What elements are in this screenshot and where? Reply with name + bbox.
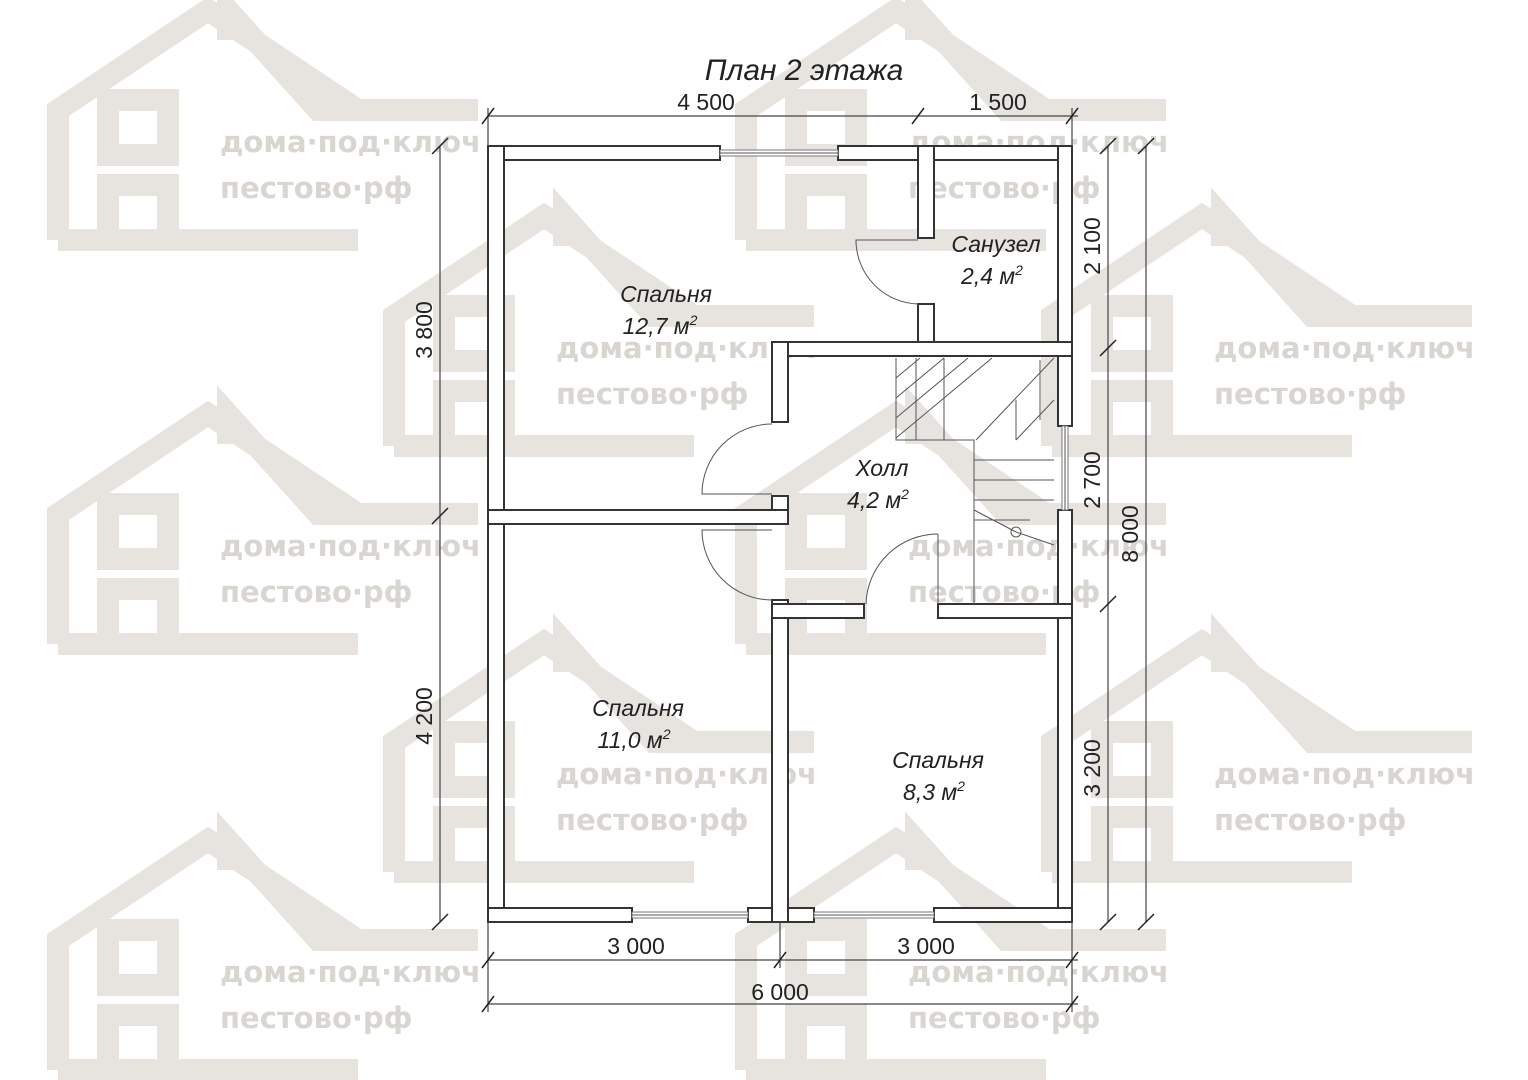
dimension-labels: 4 500 1 500 3 000 3 000 6 000 3 800 4 20… [411, 89, 1143, 1005]
watermark-line2: пестово·рф [1214, 803, 1406, 837]
dim-right-3: 3 200 [1079, 739, 1105, 797]
room-area: 2,4 м2 [960, 262, 1023, 289]
room-bathroom: Санузел 2,4 м2 [951, 231, 1040, 289]
doors [701, 239, 939, 605]
dim-bottom-total: 6 000 [751, 979, 809, 1005]
watermark-line2: пестово·рф [908, 1001, 1100, 1035]
dim-left-2: 4 200 [411, 687, 437, 745]
watermark-line2: пестово·рф [220, 575, 412, 609]
dim-right-total: 8 000 [1117, 505, 1143, 563]
watermark-line1: дома·под·ключ [1214, 757, 1475, 791]
room-bedroom-2: Спальня 11,0 м2 [592, 695, 684, 753]
room-area: 12,7 м2 [623, 312, 698, 339]
watermark-line1: дома·под·ключ [1214, 331, 1475, 365]
watermark-line2: пестово·рф [556, 803, 748, 837]
watermark-line1: дома·под·ключ [220, 529, 481, 563]
watermark-line2: пестово·рф [220, 171, 412, 205]
room-labels: Спальня 12,7 м2 Санузел 2,4 м2 Холл 4,2 … [592, 231, 1041, 805]
dim-bottom-1: 3 000 [607, 933, 665, 959]
watermark: дома·под·ключ пестово·рф [746, 840, 1169, 1070]
watermark-line1: дома·под·ключ [220, 955, 481, 989]
dim-top-2: 1 500 [969, 89, 1027, 115]
watermark: дома·под·ключ пестово·рф [58, 10, 481, 240]
dim-top-1: 4 500 [677, 89, 735, 115]
watermark: дома·под·ключ пестово·рф [1052, 216, 1475, 446]
watermark-line2: пестово·рф [556, 377, 748, 411]
watermark-line1: дома·под·ключ [908, 529, 1169, 563]
watermark-line1: дома·под·ключ [908, 955, 1169, 989]
watermark: дома·под·ключ пестово·рф [58, 414, 481, 644]
staircase [895, 357, 1055, 604]
plan-title: План 2 этажа [705, 54, 904, 87]
dimension-lines [431, 107, 1155, 1013]
room-area: 8,3 м2 [903, 778, 965, 805]
room-hall: Холл 4,2 м2 [847, 455, 909, 513]
dim-bottom-2: 3 000 [897, 933, 955, 959]
room-bedroom-3: Спальня 8,3 м2 [892, 747, 984, 805]
watermark-line2: пестово·рф [1214, 377, 1406, 411]
watermark: дома·под·ключ пестово·рф [1052, 642, 1475, 872]
watermark-line1: дома·под·ключ [220, 125, 481, 159]
room-name: Спальня [892, 747, 984, 773]
room-bedroom-1: Спальня 12,7 м2 [620, 281, 712, 339]
room-name: Спальня [620, 281, 712, 307]
room-name: Спальня [592, 695, 684, 721]
windows [631, 149, 1069, 919]
watermark: дома·под·ключ пестово·рф [58, 840, 481, 1070]
dim-left-1: 3 800 [411, 301, 437, 359]
dim-right-2: 2 700 [1079, 451, 1105, 509]
dim-right-1: 2 100 [1079, 217, 1105, 275]
room-area: 4,2 м2 [847, 486, 909, 513]
watermark-line2: пестово·рф [220, 1001, 412, 1035]
room-area: 11,0 м2 [597, 726, 670, 753]
room-name: Холл [854, 455, 908, 481]
room-name: Санузел [951, 231, 1040, 257]
